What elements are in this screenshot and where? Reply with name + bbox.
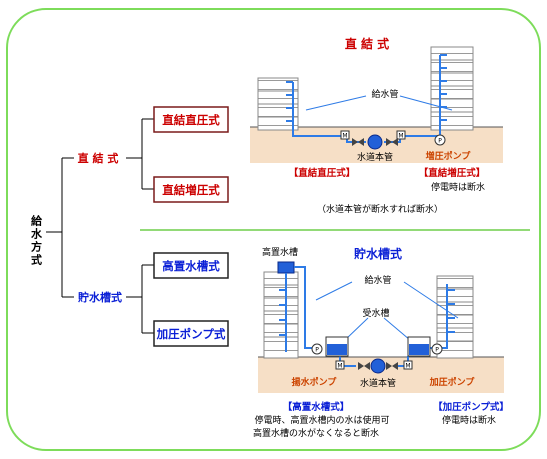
pressure-pump: P (431, 343, 443, 355)
svg-text:P: P (438, 138, 442, 145)
top-right-note: 停電時は断水 (431, 181, 485, 193)
building-left-top (257, 77, 299, 131)
bottom-right-caption: 【加圧ポンプ式】 (433, 401, 509, 413)
branch-direct-label: 直 結 式 (78, 151, 119, 165)
booster-pump-top: P (434, 134, 446, 146)
bottom-water-main-label: 水道本管 (360, 377, 396, 389)
svg-text:直結増圧式: 直結増圧式 (162, 183, 220, 197)
svg-text:M: M (405, 363, 410, 370)
option-pressure-pump: 加圧ポンプ式 (153, 320, 229, 347)
option-direct-pressure: 直結直圧式 (153, 106, 229, 133)
receiving-tank-label: 受水槽 (362, 307, 389, 319)
svg-text:M: M (398, 133, 403, 140)
tree-lines (46, 118, 154, 334)
bottom-supply-pipe-label: 給水管 (364, 274, 391, 286)
bottom-left-caption: 【高置水槽式】 (283, 401, 350, 413)
building-right-top (430, 46, 474, 131)
top-title: 直 結 式 (345, 36, 389, 51)
top-right-caption: 【直結増圧式】 (419, 167, 486, 179)
valve-top-left (352, 138, 364, 146)
water-main-top (367, 134, 383, 150)
meter-bottom-right: M (403, 360, 413, 370)
receiving-tank-left (325, 336, 349, 357)
svg-text:P: P (315, 347, 319, 354)
pressure-pump-label: 加圧ポンプ (429, 376, 476, 388)
valve-bottom-right (386, 362, 398, 370)
svg-text:高置水槽式: 高置水槽式 (162, 259, 220, 273)
elevated-tank (277, 261, 295, 274)
building-left-bottom (263, 271, 299, 359)
svg-text:加圧ポンプ式: 加圧ポンプ式 (156, 327, 226, 341)
lift-pump-label: 揚水ポンプ (292, 376, 338, 388)
option-elevated-tank: 高置水槽式 (153, 252, 229, 279)
top-left-caption: 【直結直圧式】 (289, 167, 356, 179)
top-bottom-note: （水道本管が断水すれば断水） (317, 203, 443, 215)
water-main-bottom (370, 358, 386, 374)
valve-bottom-left (358, 362, 370, 370)
svg-text:M: M (342, 133, 347, 140)
root-label: 給水方式 (30, 214, 43, 267)
option-booster-pressure: 直結増圧式 (153, 176, 229, 203)
valve-top-right (386, 138, 398, 146)
lift-pump: P (311, 343, 323, 355)
bottom-left-note-2: 高置水槽の水がなくなると断水 (253, 427, 379, 439)
meter-top-left: M (340, 130, 350, 140)
svg-text:直結直圧式: 直結直圧式 (162, 113, 220, 127)
branch-tank-label: 貯水槽式 (78, 290, 122, 304)
svg-text:P: P (435, 347, 439, 354)
top-supply-pipe-label: 給水管 (371, 88, 398, 100)
meter-top-right: M (396, 130, 406, 140)
receiving-tank-right (407, 336, 431, 357)
bottom-left-note-1: 停電時、高置水槽内の水は使用可 (254, 414, 389, 426)
elevated-tank-label: 高置水槽 (262, 246, 298, 258)
bottom-right-note: 停電時は断水 (442, 414, 496, 426)
top-water-main-label: 水道本管 (357, 151, 393, 163)
bottom-title: 貯水槽式 (354, 246, 402, 261)
top-booster-pump-label: 増圧ポンプ (426, 150, 472, 162)
meter-bottom-left: M (335, 360, 345, 370)
svg-text:M: M (337, 363, 342, 370)
